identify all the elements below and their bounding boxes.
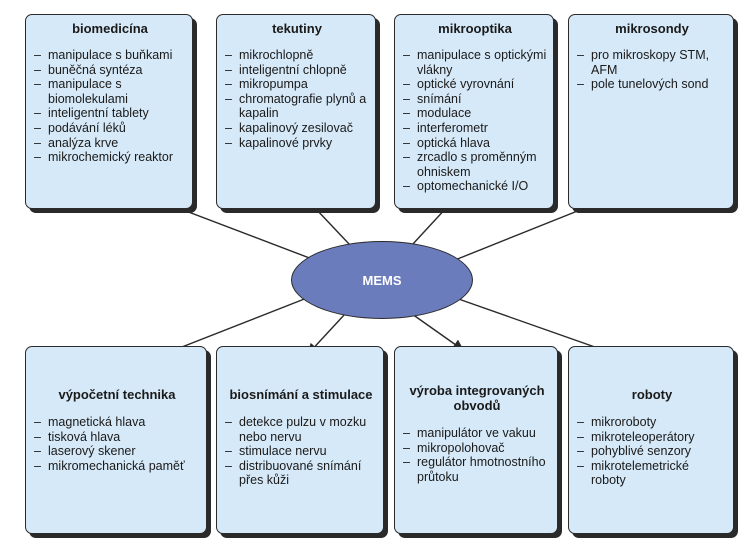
list-item: kapalinové prvky (225, 136, 369, 151)
list-item: pole tunelových sond (577, 77, 727, 92)
list-item: manipulátor ve vakuu (403, 426, 551, 441)
list-item: optická hlava (403, 136, 547, 151)
box-title: mikrosondy (615, 21, 689, 36)
list-item: mikrochlopně (225, 48, 369, 63)
list-item: optomechanické I/O (403, 179, 547, 194)
list-item: analýza krve (34, 136, 186, 151)
box-roboty: roboty mikroroboty mikroteleoperátory po… (568, 346, 734, 534)
list-item: mikrochemický reaktor (34, 150, 186, 165)
box-title: roboty (631, 387, 673, 402)
box-biosnimani-a-stimulace: biosnímání a stimulace detekce pulzu v m… (216, 346, 384, 534)
list-item: mikromechanická paměť (34, 459, 200, 474)
list-item: manipulace s optickými vlákny (403, 48, 547, 77)
item-list: mikrochlopně inteligentní chlopně mikrop… (225, 48, 369, 150)
list-item: modulace (403, 106, 547, 121)
list-item: magnetická hlava (34, 415, 200, 430)
box-title: výpočetní technika (58, 387, 176, 402)
list-item: buněčná syntéza (34, 63, 186, 78)
list-item: mikropumpa (225, 77, 369, 92)
item-list: manipulace s optickými vlákny optické vy… (403, 48, 547, 194)
box-biomedicina: biomedicína manipulace s buňkami buněčná… (25, 14, 193, 209)
list-item: tisková hlava (34, 430, 200, 445)
item-list: manipulátor ve vakuu mikropolohovač regu… (403, 426, 551, 484)
list-item: pro mikroskopy STM, AFM (577, 48, 727, 77)
list-item: mikropolohovač (403, 441, 551, 456)
list-item: kapalinový zesilovač (225, 121, 369, 136)
box-vypocetni-technika: výpočetní technika magnetická hlava tisk… (25, 346, 207, 534)
list-item: mikrotelemetrické roboty (577, 459, 727, 488)
list-item: zrcadlo s proměnným ohniskem (403, 150, 547, 179)
list-item: manipulace s buňkami (34, 48, 186, 63)
list-item: inteligentní chlopně (225, 63, 369, 78)
box-vyroba-integrovanych-obvodu: výroba integrovaných obvodů manipulátor … (394, 346, 558, 534)
box-tekutiny: tekutiny mikrochlopně inteligentní chlop… (216, 14, 376, 209)
list-item: podávání léků (34, 121, 186, 136)
box-mikrooptika: mikrooptika manipulace s optickými vlákn… (394, 14, 554, 209)
list-item: mikroteleoperátory (577, 430, 727, 445)
list-item: laserový skener (34, 444, 200, 459)
list-item: snímání (403, 92, 547, 107)
hub-label: MEMS (362, 272, 402, 288)
item-list: manipulace s buňkami buněčná syntéza man… (34, 48, 186, 165)
list-item: stimulace nervu (225, 444, 377, 459)
list-item: detekce pulzu v mozku nebo nervu (225, 415, 377, 444)
box-title: výroba integrovaných obvodů (409, 383, 545, 413)
box-mikrosondy: mikrosondy pro mikroskopy STM, AFM pole … (568, 14, 734, 209)
mems-hub: MEMS (291, 241, 473, 319)
item-list: pro mikroskopy STM, AFM pole tunelových … (577, 48, 727, 92)
list-item: inteligentní tablety (34, 106, 186, 121)
item-list: mikroroboty mikroteleoperátory pohyblivé… (577, 415, 727, 488)
list-item: chromatografie plynů a kapalin (225, 92, 369, 121)
arrow-vyroba-io (411, 313, 464, 351)
list-item: optické vyrovnání (403, 77, 547, 92)
item-list: detekce pulzu v mozku nebo nervu stimula… (225, 415, 377, 488)
list-item: regulátor hmotnostního průtoku (403, 455, 551, 484)
list-item: distribuované snímání přes kůži (225, 459, 377, 488)
list-item: manipulace s biomolekulami (34, 77, 186, 106)
list-item: pohyblivé senzory (577, 444, 727, 459)
item-list: magnetická hlava tisková hlava laserový … (34, 415, 200, 473)
list-item: mikroroboty (577, 415, 727, 430)
list-item: interferometr (403, 121, 547, 136)
box-title: biosnímání a stimulace (229, 387, 373, 402)
box-title: biomedicína (72, 21, 148, 36)
box-title: tekutiny (272, 21, 322, 36)
box-title: mikrooptika (438, 21, 512, 36)
